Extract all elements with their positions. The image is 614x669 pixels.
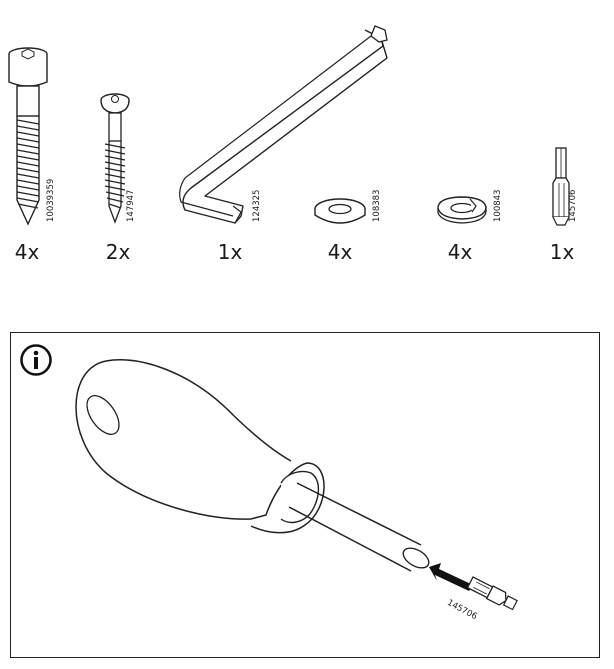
flat-washer-icon: [314, 198, 366, 224]
quantity-label: 4x: [327, 240, 353, 264]
quantity-label: 4x: [447, 240, 473, 264]
allen-key-icon: [179, 25, 388, 224]
article-number: 10039359: [46, 178, 56, 222]
socket-cap-screw-icon: [8, 47, 48, 226]
article-number: 124325: [252, 189, 262, 222]
article-number: 145706: [568, 189, 578, 222]
article-number: 100843: [493, 189, 503, 222]
parts-list: 10039359 4x 147947 2x 124325 1x 108383 4…: [0, 0, 614, 290]
quantity-label: 1x: [549, 240, 575, 264]
article-number: 108383: [372, 189, 382, 222]
info-panel: [10, 332, 600, 658]
quantity-label: 4x: [14, 240, 40, 264]
wood-screw-icon: [100, 93, 130, 224]
article-number: 147947: [126, 189, 136, 222]
hex-bit-icon: [552, 147, 570, 226]
screwdriver-illustration: [75, 359, 518, 611]
spring-washer-icon: [437, 196, 487, 224]
quantity-label: 1x: [217, 240, 243, 264]
info-icon: [20, 344, 52, 376]
quantity-label: 2x: [105, 240, 131, 264]
